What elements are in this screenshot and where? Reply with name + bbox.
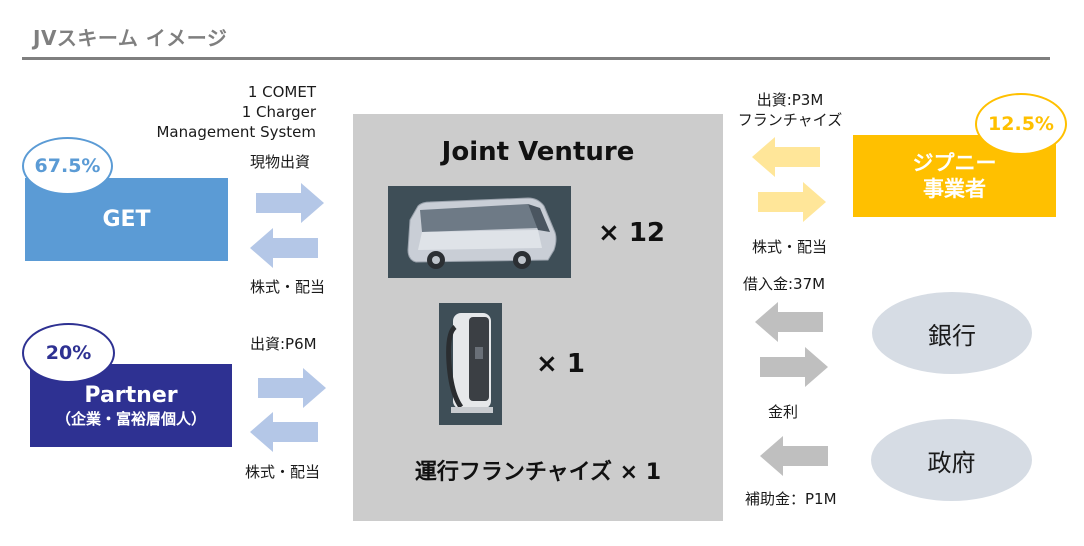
partner-entity-name: Partner [84,382,178,408]
get-entity-name: GET [102,207,151,232]
arrow-right-icon [758,182,826,222]
charger-multiplier: × 1 [536,349,585,379]
jeepney-share-value: 12.5% [988,113,1054,135]
jeepney-return-label: 株式・配当 [752,238,828,256]
page-title: JVスキーム イメージ [33,26,228,50]
get-return-label: 株式・配当 [250,278,326,296]
jeepney-operator-name-line2: 事業者 [923,177,986,201]
partner-contribution-label: 出資:P6M [250,335,317,353]
franchise-label: 運行フランチャイズ × 1 [414,460,662,485]
partner-share-value: 20% [45,342,92,364]
arrow-left-icon [760,436,828,476]
electric-bus-image [388,186,571,278]
get-contribution-line: 1 Charger [241,103,316,121]
partner-return-label: 株式・配当 [245,463,321,481]
arrow-left-icon [755,302,823,342]
bank-entity: 銀行 [872,292,1032,374]
title-divider [22,57,1050,60]
get-contribution-details: 1 COMET 1 Charger Management System [120,82,316,142]
bank-interest-label: 金利 [768,403,799,421]
bank-entity-name: 銀行 [928,321,976,350]
jeepney-contribution-line: フランチャイズ [737,111,843,129]
ev-charger-image [439,303,502,425]
jeepney-contribution-label: 出資:P3M フランチャイズ [735,90,845,130]
bus-icon [407,197,557,269]
get-share-badge: 67.5% [22,137,113,195]
arrow-right-icon [760,347,828,387]
jeepney-contribution-line: 出資:P3M [756,91,824,109]
arrow-left-icon [752,137,820,177]
arrow-right-icon [256,183,324,223]
bank-loan-label: 借入金:37M [743,275,826,293]
arrow-right-icon [258,368,326,408]
jeepney-share-badge: 12.5% [975,93,1067,155]
arrow-left-icon [250,412,318,452]
get-contribution-line: 1 COMET [247,83,316,101]
government-entity-name: 政府 [927,448,976,477]
partner-share-badge: 20% [22,323,115,383]
charger-icon [446,313,493,413]
government-entity: 政府 [871,419,1032,501]
get-contribution-line: Management System [156,123,316,141]
joint-venture-title: Joint Venture [441,137,635,167]
partner-entity-subtitle: （企業・富裕層個人） [55,409,206,428]
jeepney-operator-name-line1: ジプニー [912,151,997,175]
bus-multiplier: × 12 [598,218,666,248]
joint-venture-panel [353,114,723,521]
government-subsidy-label: 補助金：P1M [745,490,837,508]
arrow-left-icon [250,228,318,268]
get-share-value: 67.5% [34,155,101,177]
get-contribution-label: 現物出資 [250,153,311,171]
